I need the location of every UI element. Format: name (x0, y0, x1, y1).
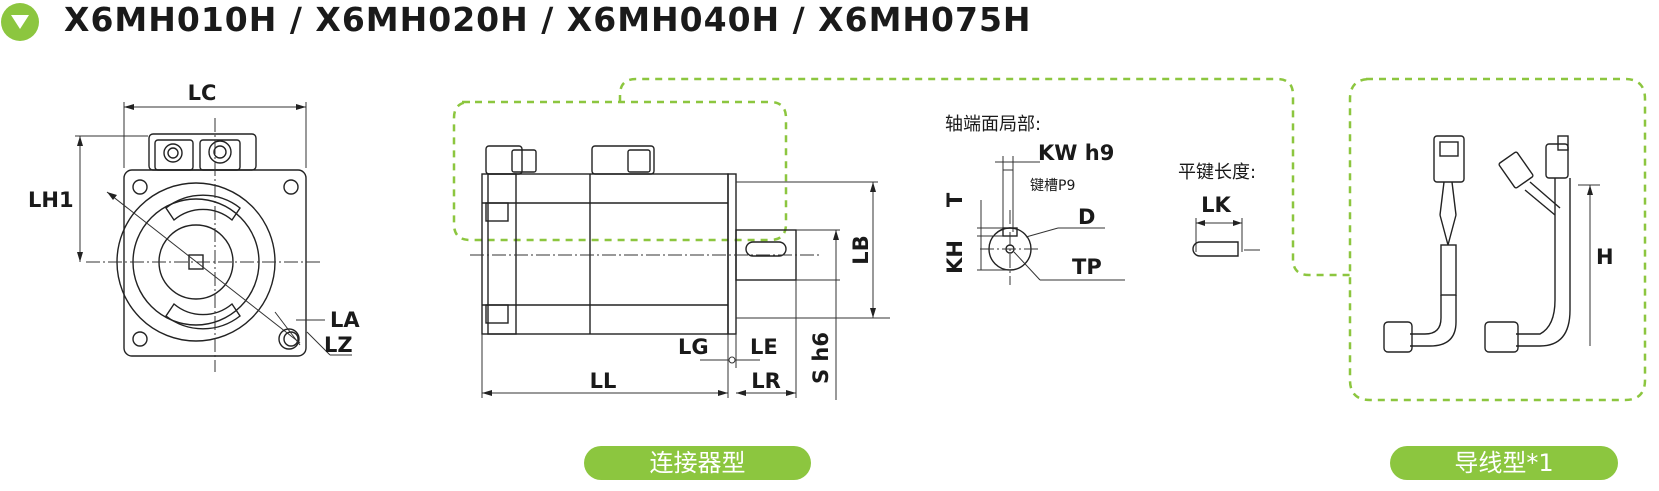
shaft-end-heading: 轴端面局部: (945, 114, 1041, 135)
lr-label: LR (751, 369, 781, 393)
key-length-detail: 平键长度: LK (1178, 162, 1260, 257)
lead-type-label: 导线型*1 (1390, 446, 1618, 480)
ll-label: LL (590, 369, 617, 393)
lb-label: LB (849, 235, 873, 264)
tp-label: TP (1072, 255, 1102, 279)
keyway-label: 键槽P9 (1030, 178, 1075, 194)
lh1-label: LH1 (28, 188, 74, 212)
lg-label: LG (678, 335, 709, 359)
connector-type-label: 连接器型 (584, 446, 811, 480)
front-view: LC LH1 LA LZ (28, 81, 360, 372)
triangle-down-circle-icon (1, 3, 39, 41)
kh-label: KH (943, 240, 967, 274)
h-label: H (1596, 245, 1614, 269)
le-label: LE (750, 335, 778, 359)
la-label: LA (330, 308, 360, 332)
title-bar: X6MH010H / X6MH020H / X6MH040H / X6MH075… (0, 0, 1031, 41)
s-h6-label: S h6 (809, 332, 833, 384)
lc-label: LC (188, 81, 217, 105)
t-label: T (943, 192, 967, 207)
side-view: LB S h6 LG LE LL LR (452, 77, 1350, 400)
shaft-end-detail: 轴端面局部: KW h9 键槽P9 T KH D TP (943, 114, 1125, 285)
page-title: X6MH010H / X6MH020H / X6MH040H / X6MH075… (64, 0, 1032, 39)
key-heading: 平键长度: (1178, 162, 1256, 183)
d-label: D (1078, 205, 1095, 229)
lk-label: LK (1201, 193, 1231, 217)
lz-label: LZ (324, 333, 353, 357)
lead-type-view: H (1348, 77, 1647, 402)
kw-label: KW h9 (1038, 141, 1114, 165)
